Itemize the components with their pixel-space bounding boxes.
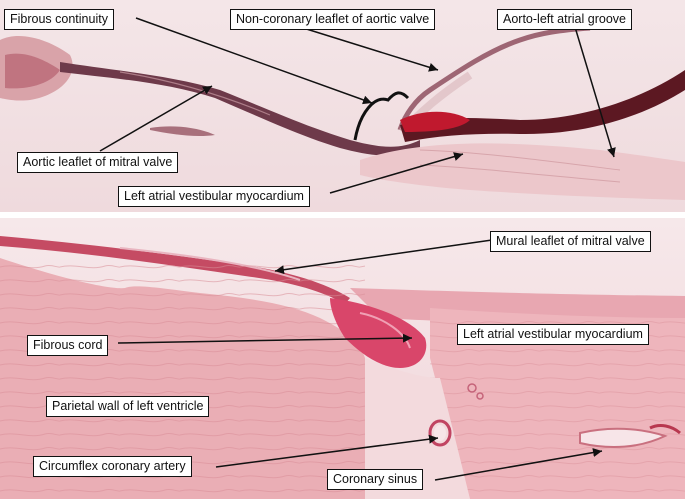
label-left-atrial-vestibular-top: Left atrial vestibular myocardium <box>118 186 310 207</box>
top-histology-image <box>0 0 685 212</box>
top-histology-panel <box>0 0 685 212</box>
label-fibrous-cord: Fibrous cord <box>27 335 109 356</box>
label-left-atrial-vestibular-bottom: Left atrial vestibular myocardium <box>457 324 649 345</box>
label-aortic-leaflet-mitral: Aortic leaflet of mitral valve <box>17 152 179 173</box>
label-coronary-sinus: Coronary sinus <box>327 469 424 490</box>
label-non-coronary-leaflet: Non-coronary leaflet of aortic valve <box>230 9 436 30</box>
label-mural-leaflet: Mural leaflet of mitral valve <box>490 231 651 252</box>
label-aorto-left-atrial-groove: Aorto-left atrial groove <box>497 9 632 30</box>
label-fibrous-continuity: Fibrous continuity <box>4 9 114 30</box>
label-circumflex-artery: Circumflex coronary artery <box>33 456 192 477</box>
panel-divider <box>0 212 685 218</box>
label-parietal-wall: Parietal wall of left ventricle <box>46 396 210 417</box>
